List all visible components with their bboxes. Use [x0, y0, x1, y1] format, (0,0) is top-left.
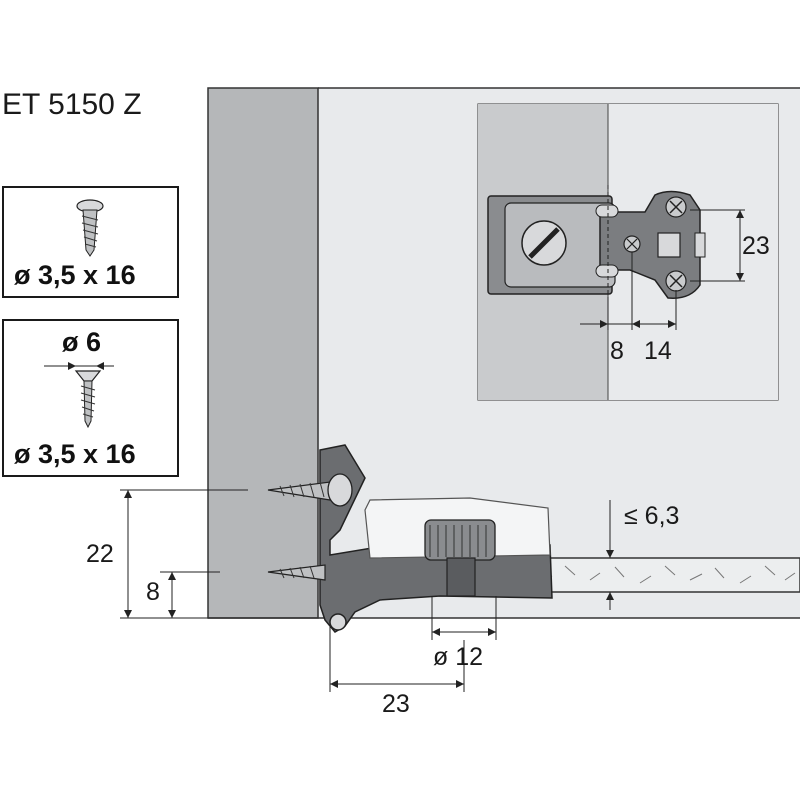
dim-offset-b: 14: [644, 337, 672, 365]
dim-offset-a: 8: [610, 337, 624, 365]
wall-screw-upper: [267, 473, 353, 507]
screw-spec-box-2: ø 6 ø 3,5 x 16: [2, 319, 179, 477]
screw-spec-box-1: ø 3,5 x 16: [2, 186, 179, 298]
dim-height-22: 22: [86, 540, 114, 568]
dim-diameter: ø 12: [433, 643, 483, 671]
cabinet-side-wall: [207, 87, 319, 619]
pan-head-screw-icon: [76, 199, 104, 257]
dim-hinge-height: 23: [742, 232, 770, 260]
countersunk-screw-icon: [44, 362, 114, 429]
dim-panel-thickness: ≤ 6,3: [624, 502, 679, 530]
dim-height-8: 8: [146, 578, 160, 606]
hinge-bracket: [319, 444, 553, 633]
wall-screw-lower: [267, 564, 326, 581]
screw-2-head-diameter-label: ø 6: [62, 327, 102, 357]
screw-1-size-label: ø 3,5 x 16: [14, 260, 136, 290]
main-dimensions: [120, 489, 611, 692]
screw-2-size-label: ø 3,5 x 16: [14, 439, 136, 469]
dim-width-23: 23: [382, 690, 410, 718]
hinge-detail-view: [477, 103, 779, 401]
product-code: ET 5150 Z: [2, 88, 142, 121]
